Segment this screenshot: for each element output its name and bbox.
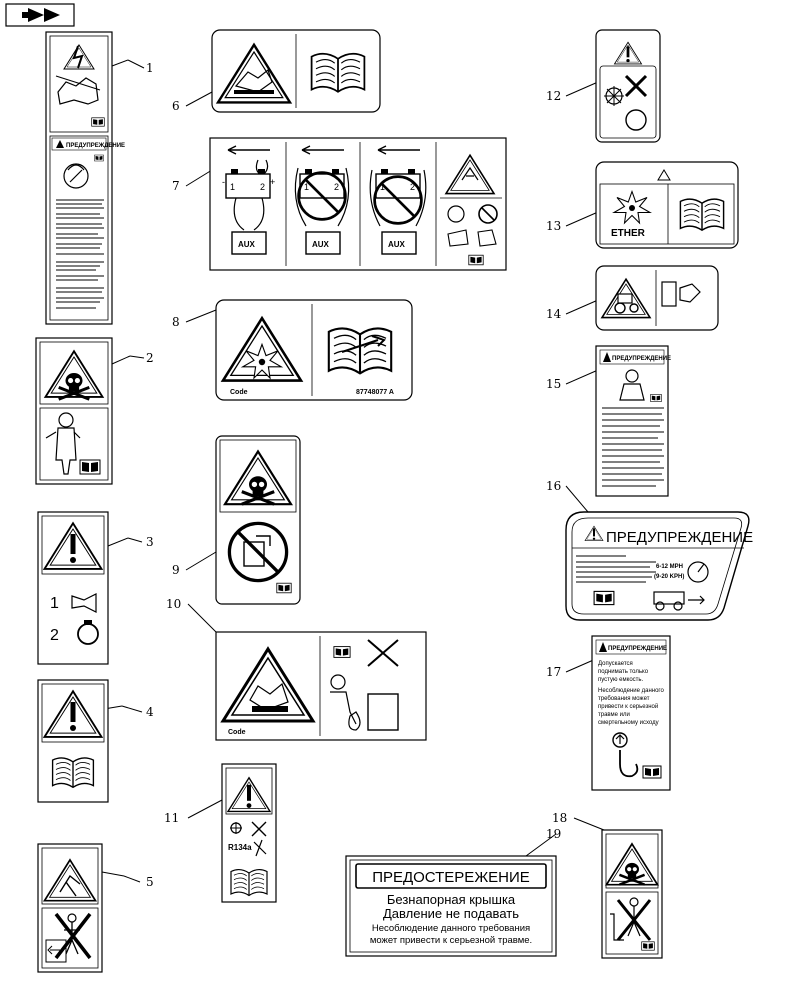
svg-text:требования может: требования может xyxy=(598,696,650,702)
svg-text:смертельному исходу: смертельному исходу xyxy=(598,720,659,726)
operator-seat-icon xyxy=(625,369,639,383)
jump-panel-1: - 1 2 + AUX xyxy=(222,145,275,255)
callout-group: 1 2 3 4 5 6 7 8 9 10 11 12 13 14 15 16 1… xyxy=(97,59,605,889)
power-line-icon xyxy=(57,77,99,105)
decal-5 xyxy=(37,843,103,973)
svg-text:пустую емкость.: пустую емкость. xyxy=(598,677,644,683)
callout-6: 6 xyxy=(172,99,180,113)
svg-text:1: 1 xyxy=(230,182,235,192)
decal-16: ПРЕДУПРЕЖДЕНИЕ 6-12 MPH (9-20 KPH) xyxy=(565,511,753,621)
decal-11-refrigerant: R134a xyxy=(228,843,252,852)
decal-16-speed-1: 6-12 MPH xyxy=(656,564,683,570)
decal-1: ПРЕДУПРЕЖДЕНИЕ xyxy=(45,31,125,325)
navigation-arrow-icon[interactable] xyxy=(5,3,75,27)
aux-label: AUX xyxy=(238,240,256,249)
decal-7: - 1 2 + AUX 1 2 AUX 1 2 AUX xyxy=(209,137,507,271)
callout-12: 12 xyxy=(546,89,561,103)
decal-19-line-4: может привести к серьезной травме. xyxy=(370,935,532,946)
decal-2 xyxy=(35,337,113,485)
decal-19-line-1: Безнапорная крышка xyxy=(387,892,516,907)
decal-16-speed-2: (9-20 KPH) xyxy=(654,574,684,580)
decal-6 xyxy=(211,29,381,113)
jump-panel-2: 1 2 AUX xyxy=(294,145,350,255)
callout-1: 1 xyxy=(146,61,154,75)
decal-19: ПРЕДОСТЕРЕЖЕНИЕ Безнапорная крышка Давле… xyxy=(345,855,557,957)
decal-4 xyxy=(37,679,109,803)
decal-14 xyxy=(595,265,719,331)
callout-17: 17 xyxy=(546,665,561,679)
callout-9: 9 xyxy=(172,563,180,577)
fuel-can-icon xyxy=(243,541,265,567)
callout-3: 3 xyxy=(146,535,154,549)
prohibited-x-icon xyxy=(54,912,92,960)
svg-text:AUX: AUX xyxy=(312,240,330,249)
callout-4: 4 xyxy=(146,705,154,719)
decal-8-code: Code xyxy=(230,389,248,396)
protective-suit-icon xyxy=(55,427,77,475)
decal-18 xyxy=(601,829,663,959)
decal-9 xyxy=(215,435,301,605)
decal-10: Code xyxy=(215,631,427,741)
jump-panel-3: 1 2 AUX xyxy=(369,145,427,255)
callout-15: 15 xyxy=(546,377,561,391)
decal-10-code: Code xyxy=(228,729,246,736)
decal-1-header: ПРЕДУПРЕЖДЕНИЕ xyxy=(66,143,125,149)
wrench-icon xyxy=(341,335,386,353)
callout-13: 13 xyxy=(546,219,561,233)
towed-vehicle-icon xyxy=(653,591,685,605)
decal-17-header: ПРЕДУПРЕЖДЕНИЕ xyxy=(608,646,667,652)
callout-19: 19 xyxy=(546,827,561,841)
callout-8: 8 xyxy=(172,315,180,329)
svg-text:2: 2 xyxy=(334,182,339,192)
svg-text:2: 2 xyxy=(260,182,265,192)
decal-13: ETHER xyxy=(595,161,739,249)
callout-16: 16 xyxy=(546,479,561,493)
decal-8: Code 87748077 A xyxy=(215,299,413,401)
decal-19-line-2: Давление не подавать xyxy=(383,906,519,921)
decal-8-part: 87748077 A xyxy=(356,389,394,396)
callout-10: 10 xyxy=(166,597,181,611)
oil-container-icon xyxy=(367,693,399,731)
callout-14: 14 xyxy=(546,307,562,321)
jump-panel-4 xyxy=(440,154,502,266)
decal-3-step-1: 1 xyxy=(50,595,59,612)
callout-11: 11 xyxy=(164,811,179,825)
svg-text:поднимать только: поднимать только xyxy=(598,669,649,675)
svg-text:1: 1 xyxy=(304,182,309,192)
speedometer-icon xyxy=(687,561,709,583)
decal-3: 1 2 xyxy=(37,511,109,665)
decal-19-header: ПРЕДОСТЕРЕЖЕНИЕ xyxy=(372,869,530,886)
decal-3-step-2: 2 xyxy=(50,627,59,644)
svg-text:1: 1 xyxy=(380,182,385,192)
decal-19-line-3: Несоблюдение данного требования xyxy=(372,923,530,934)
svg-text:Несоблюдение данного: Несоблюдение данного xyxy=(598,688,664,694)
decal-11: R134a xyxy=(221,763,277,903)
manual-book-icon xyxy=(51,757,95,788)
callout-2: 2 xyxy=(146,351,154,365)
decal-12 xyxy=(595,29,661,143)
svg-text:привести к серьезной: привести к серьезной xyxy=(598,703,658,710)
callout-7: 7 xyxy=(172,179,180,193)
decal-15-header: ПРЕДУПРЕЖДЕНИЕ xyxy=(612,356,671,362)
svg-text:+: + xyxy=(270,177,275,187)
exclamation-icon xyxy=(70,534,76,563)
horn-icon xyxy=(71,593,97,613)
decal-15: ПРЕДУПРЕЖДЕНИЕ xyxy=(595,345,671,497)
callout-18: 18 xyxy=(552,811,567,825)
svg-text:Допускается: Допускается xyxy=(598,661,633,667)
decal-17: ПРЕДУПРЕЖДЕНИЕ Допускается поднимать тол… xyxy=(591,635,671,791)
svg-text:-: - xyxy=(222,177,225,187)
lifting-hook-icon xyxy=(619,750,639,778)
decal-13-ether: ETHER xyxy=(611,228,646,239)
svg-text:2: 2 xyxy=(410,182,415,192)
svg-text:травме или: травме или xyxy=(598,712,630,718)
svg-text:AUX: AUX xyxy=(388,240,406,249)
callout-5: 5 xyxy=(146,875,154,889)
decal-16-header: ПРЕДУПРЕЖДЕНИЕ xyxy=(606,529,753,546)
